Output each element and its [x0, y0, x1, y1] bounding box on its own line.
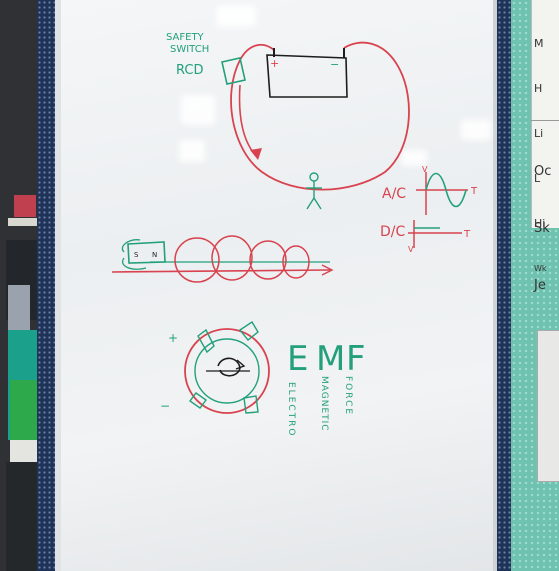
shelf-board	[8, 218, 38, 226]
brush-bottom-left	[189, 392, 207, 409]
safety-line: SAFETY	[166, 32, 205, 43]
dc-graph: D/C V T	[380, 220, 471, 254]
shelf-white-tray	[10, 440, 44, 462]
force-word: FORCE	[343, 376, 353, 416]
coil-loop	[249, 240, 287, 280]
notice-paper-bottom	[537, 330, 559, 482]
notice-line: H	[534, 82, 543, 95]
notice-line: Oc	[534, 164, 552, 179]
battery-plus: +	[270, 57, 279, 70]
ac-wave	[425, 172, 467, 208]
switch-line: SWITCH	[170, 44, 209, 55]
coil-wire	[121, 239, 147, 270]
motor-diagram: + −	[160, 321, 270, 414]
emf-m: M	[316, 339, 345, 379]
shelf-green-folder	[10, 380, 42, 440]
rcd-box	[221, 57, 246, 85]
magnetic-word: MAGNETIC	[319, 376, 329, 432]
notice-list-top: M H Li L Hi Wk	[534, 6, 548, 306]
brush-top-right	[238, 321, 259, 341]
light-glare	[461, 120, 491, 140]
notice-line: Hi	[534, 217, 546, 230]
shelf-paper	[8, 285, 30, 333]
motor-rotor	[194, 338, 260, 404]
light-glare	[181, 95, 215, 125]
brush-bottom-right	[243, 395, 259, 414]
dc-v-label: V	[408, 245, 414, 254]
coil-loop	[174, 237, 220, 283]
light-glare	[401, 150, 427, 166]
current-path	[238, 84, 257, 157]
safety-switch-text: SAFETY SWITCH	[166, 32, 209, 55]
coil-loop	[282, 245, 310, 279]
ac-label: A/C	[382, 186, 406, 202]
rotation-arrowhead-icon	[235, 359, 246, 370]
battery-box	[266, 54, 348, 98]
brush-top-left	[197, 328, 215, 354]
coil-axis	[111, 269, 331, 273]
dc-t-label: T	[463, 229, 471, 240]
rotor-minus: −	[160, 399, 170, 413]
rotor-plus: +	[168, 331, 178, 345]
light-glare	[179, 140, 205, 162]
emf-expansion: ELECTRO MAGNETIC FORCE	[286, 376, 353, 438]
coil-battery-minus: N	[152, 251, 157, 259]
shelf-red-box	[14, 195, 36, 217]
emf-heading: E M F	[287, 339, 366, 379]
person-icon	[306, 172, 322, 210]
background-shelf	[0, 0, 46, 571]
motor-stator	[184, 328, 270, 414]
notice-divider	[531, 120, 559, 121]
whiteboard	[55, 0, 497, 571]
notice-line: Sk	[534, 221, 550, 236]
notice-paper-top	[531, 0, 559, 228]
ac-graph: A/C V T	[382, 165, 478, 215]
notice-line: Wk	[534, 264, 547, 273]
notice-line: L	[534, 172, 541, 185]
dc-label: D/C	[380, 224, 405, 240]
battery-minus: −	[330, 58, 339, 71]
rotation-arrow-icon	[217, 357, 241, 377]
ac-v-label: V	[422, 165, 428, 174]
board-frame-left	[37, 0, 55, 571]
emf-f: F	[346, 339, 366, 379]
light-glare	[216, 5, 256, 27]
circuit-wire	[230, 41, 410, 191]
arrow-right-icon	[321, 264, 334, 276]
circuit-diagram: + −	[221, 41, 410, 210]
board-frame-right	[497, 0, 511, 571]
electro-word: ELECTRO	[286, 382, 296, 438]
notice-line: Je	[534, 278, 546, 293]
notice-list-bottom: Oc Sk Je	[534, 124, 551, 333]
notice-line: M	[534, 37, 544, 50]
ac-t-label: T	[470, 186, 478, 197]
current-arrow-icon	[250, 148, 262, 160]
emf-e: E	[287, 339, 308, 379]
coil-diagram: S N	[111, 235, 334, 283]
coil-battery-plus: S	[134, 251, 139, 259]
coil-loop	[211, 235, 253, 281]
notice-line: Li	[534, 127, 544, 140]
rcd-label: RCD	[176, 63, 203, 78]
safety-switch-label: SAFETY SWITCH	[166, 32, 209, 55]
